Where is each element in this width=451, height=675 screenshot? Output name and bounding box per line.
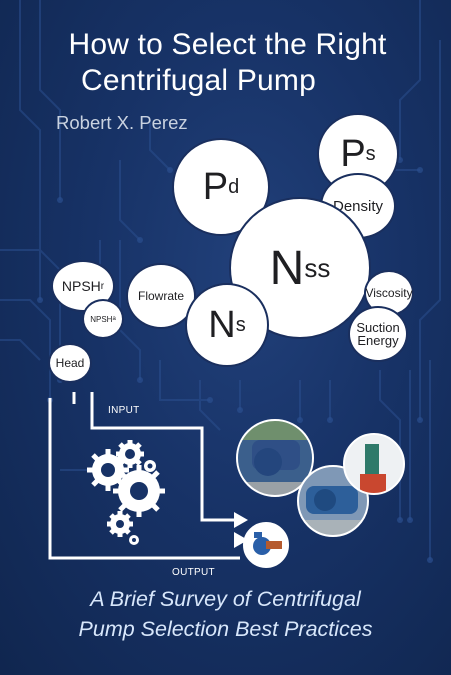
bubble-head: Head bbox=[48, 343, 92, 383]
title-line-1: How to Select the Right bbox=[68, 28, 387, 61]
gears-icon bbox=[87, 440, 165, 545]
title-line-2: Centrifugal Pump bbox=[81, 64, 316, 97]
input-label: INPUT bbox=[108, 405, 140, 416]
tagline-line-1: A Brief Survey of Centrifugal bbox=[90, 587, 361, 611]
tagline: A Brief Survey of Centrifugal Pump Selec… bbox=[0, 584, 451, 644]
pump-photo-vertical bbox=[344, 434, 404, 494]
output-label: OUTPUT bbox=[172, 567, 215, 578]
pump-photo-small bbox=[244, 523, 288, 567]
pump-photo-motor bbox=[298, 466, 368, 536]
author: Robert X. Perez bbox=[56, 112, 188, 133]
tagline-line-2: Pump Selection Best Practices bbox=[78, 617, 373, 641]
